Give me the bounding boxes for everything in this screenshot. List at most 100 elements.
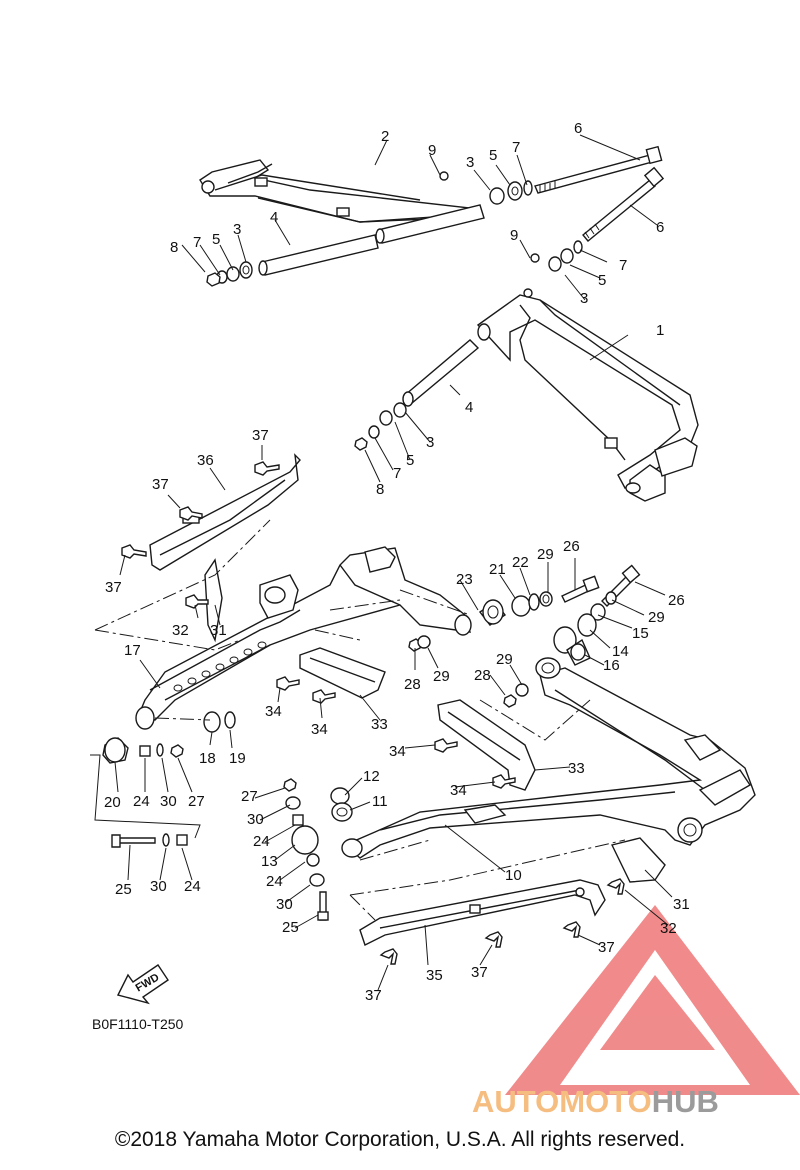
callout-29: 29	[433, 668, 450, 685]
callout-9: 9	[510, 227, 518, 244]
callout-9: 9	[428, 142, 436, 159]
copyright-notice: ©2018 Yamaha Motor Corporation, U.S.A. A…	[114, 1128, 686, 1151]
callout-1: 1	[656, 322, 664, 339]
callout-28: 28	[404, 676, 421, 693]
callout-7: 7	[512, 139, 520, 156]
callout-30: 30	[276, 896, 293, 913]
leader-lines	[90, 134, 673, 991]
callout-4: 4	[270, 209, 278, 226]
callout-3: 3	[466, 154, 474, 171]
callout-21: 21	[489, 561, 506, 578]
callout-30: 30	[247, 811, 264, 828]
watermark-logo: AUTOMOTOHUB	[472, 905, 800, 1119]
swing-arm-10	[341, 657, 756, 859]
bolts-37-upper	[121, 461, 280, 559]
callout-24: 24	[184, 878, 201, 895]
callout-10: 10	[505, 867, 522, 884]
svg-text:AUTOMOTOHUB: AUTOMOTOHUB	[472, 1084, 719, 1119]
callout-37: 37	[471, 964, 488, 981]
lower-arm-1	[476, 288, 699, 502]
watermark-triangle	[505, 905, 800, 1095]
callout-5: 5	[406, 452, 414, 469]
callout-25: 25	[282, 919, 299, 936]
upper-arm-front	[199, 159, 480, 223]
callout-3: 3	[426, 434, 434, 451]
callout-3: 3	[233, 221, 241, 238]
callout-19: 19	[229, 750, 246, 767]
bolt-6-lower	[582, 166, 665, 242]
callout-5: 5	[489, 147, 497, 164]
callout-5: 5	[212, 231, 220, 248]
callout-7: 7	[393, 465, 401, 482]
pivot-shaft-upper	[258, 204, 485, 276]
callout-28: 28	[474, 667, 491, 684]
callout-24: 24	[133, 793, 150, 810]
bushing-set-lower	[354, 240, 583, 451]
callout-31: 31	[210, 622, 227, 639]
callout-34: 34	[311, 721, 328, 738]
callout-34: 34	[450, 782, 467, 799]
bushing-set-upper-right	[439, 171, 533, 205]
callout-32: 32	[660, 920, 677, 937]
callout-23: 23	[456, 571, 473, 588]
skid-plate-33-b	[434, 699, 536, 791]
callout-36: 36	[197, 452, 214, 469]
callout-8: 8	[376, 481, 384, 498]
callout-37: 37	[105, 579, 122, 596]
callout-35: 35	[426, 967, 443, 984]
callout-30: 30	[160, 793, 177, 810]
callout-12: 12	[363, 768, 380, 785]
nuts-28-29	[408, 635, 529, 708]
callout-29: 29	[648, 609, 665, 626]
callout-2: 2	[381, 128, 389, 145]
callout-5: 5	[598, 272, 606, 289]
callout-26: 26	[668, 592, 685, 609]
fwd-arrow: FWD	[116, 964, 169, 1005]
callout-37: 37	[252, 427, 269, 444]
callout-18: 18	[199, 750, 216, 767]
callout-7: 7	[619, 257, 627, 274]
watermark-text-b: HUB	[652, 1084, 719, 1119]
skid-plate-35	[359, 879, 606, 965]
callout-11: 11	[372, 793, 388, 810]
callout-32: 32	[172, 622, 189, 639]
callout-8: 8	[170, 239, 178, 256]
skid-plate-33-a	[276, 647, 386, 704]
callout-4: 4	[465, 399, 473, 416]
pivot-shaft-lower	[402, 339, 480, 407]
mount-parts-center	[283, 778, 353, 921]
callout-33: 33	[371, 716, 388, 733]
callout-29: 29	[537, 546, 554, 563]
callout-13: 13	[261, 853, 278, 870]
bushing-14-16	[553, 613, 597, 666]
callout-6: 6	[574, 120, 582, 137]
callout-24: 24	[266, 873, 283, 890]
callout-29: 29	[496, 651, 513, 668]
callout-27: 27	[188, 793, 205, 810]
callout-labels: 2 9 3 5 7 6 6 8 7 5 3 4 9 7 5 3 1 4 3 5 …	[104, 120, 690, 1004]
callout-7: 7	[193, 234, 201, 251]
swing-arm-17	[135, 546, 472, 730]
callout-6: 6	[656, 219, 664, 236]
callout-14: 14	[612, 643, 629, 660]
mount-parts-left	[102, 711, 236, 848]
callout-22: 22	[512, 554, 529, 571]
callout-27: 27	[241, 788, 258, 805]
callout-37: 37	[598, 939, 615, 956]
callout-31: 31	[673, 896, 690, 913]
diagram-code: B0F1110-T250	[92, 1016, 184, 1032]
callout-34: 34	[265, 703, 282, 720]
callout-20: 20	[104, 794, 121, 811]
bushing-set-rear	[478, 564, 641, 626]
callout-30: 30	[150, 878, 167, 895]
callout-37: 37	[152, 476, 169, 493]
callout-26: 26	[563, 538, 580, 555]
callout-16: 16	[603, 657, 620, 674]
guard-36	[149, 453, 301, 571]
callout-37: 37	[365, 987, 382, 1004]
swing-arm-holes	[173, 641, 267, 692]
callout-33: 33	[568, 760, 585, 777]
callout-17: 17	[124, 642, 141, 659]
callout-34: 34	[389, 743, 406, 760]
